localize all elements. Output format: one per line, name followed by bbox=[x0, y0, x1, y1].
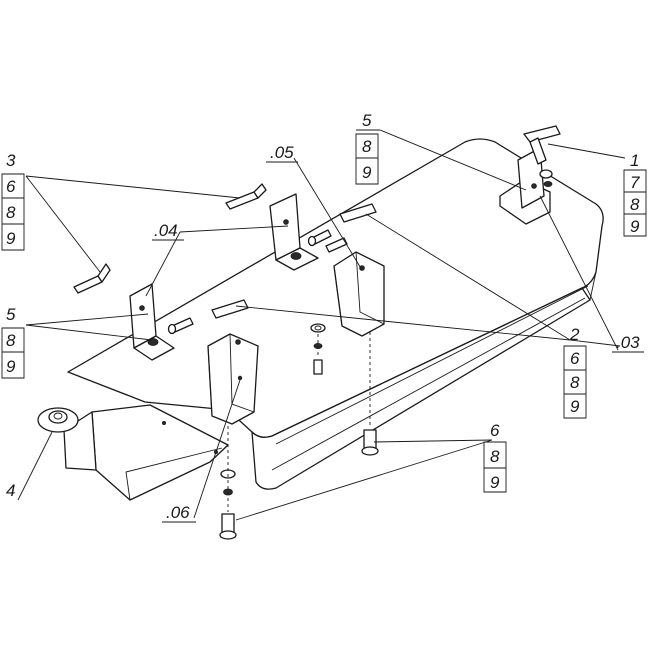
bracket-04-group bbox=[129, 193, 332, 361]
bottom-bolts bbox=[219, 429, 379, 540]
callout-6-item: 6 bbox=[490, 421, 500, 440]
bracket-06 bbox=[207, 299, 326, 425]
ref-03-label: .03 bbox=[616, 333, 640, 352]
callout-5-item: 5 bbox=[362, 111, 372, 130]
ref-05-label: .05 bbox=[270, 143, 294, 162]
callout-1-item: 1 bbox=[630, 151, 639, 170]
callout-3-item: 3 bbox=[6, 151, 16, 170]
callout-5-item: 9 bbox=[6, 357, 16, 376]
callout-2-item: 9 bbox=[570, 397, 580, 416]
callout-4-item: 4 bbox=[6, 481, 15, 500]
ref-06-label: .06 bbox=[166, 503, 190, 522]
callout-2-item: 6 bbox=[570, 349, 580, 368]
callout-4: 4 bbox=[6, 481, 15, 500]
callout-2-item: 2 bbox=[569, 325, 580, 344]
callout-6-item: 9 bbox=[490, 473, 500, 492]
callout-5-item: 5 bbox=[6, 305, 16, 324]
callout-3-item: 8 bbox=[6, 203, 16, 222]
callout-1-item: 7 bbox=[630, 173, 640, 192]
ref-04-label: .04 bbox=[154, 221, 178, 240]
callout-3-item: 9 bbox=[6, 229, 16, 248]
callout-3-item: 6 bbox=[6, 177, 16, 196]
callout-3: 3 6 8 9 bbox=[1, 151, 25, 251]
callout-5-item: 8 bbox=[6, 331, 16, 350]
leader-lines bbox=[17, 129, 626, 521]
left-brackets bbox=[73, 183, 267, 294]
callout-1: 1 7 8 9 bbox=[623, 151, 647, 237]
bracket-03 bbox=[499, 125, 561, 225]
callout-6-item: 8 bbox=[490, 447, 500, 466]
skid-plate bbox=[67, 138, 604, 490]
callout-5-lower: 5 8 9 bbox=[1, 305, 25, 379]
callout-5-upper: 5 8 9 bbox=[355, 111, 379, 185]
callout-5-item: 9 bbox=[362, 163, 372, 182]
callout-2: 2 6 8 9 bbox=[563, 325, 587, 419]
callout-5-item: 8 bbox=[362, 137, 372, 156]
callout-1-item: 8 bbox=[630, 195, 640, 214]
callout-6: 6 8 9 bbox=[483, 421, 507, 493]
callout-1-item: 9 bbox=[630, 217, 640, 236]
side-guard bbox=[37, 404, 229, 501]
callout-2-item: 8 bbox=[570, 373, 580, 392]
